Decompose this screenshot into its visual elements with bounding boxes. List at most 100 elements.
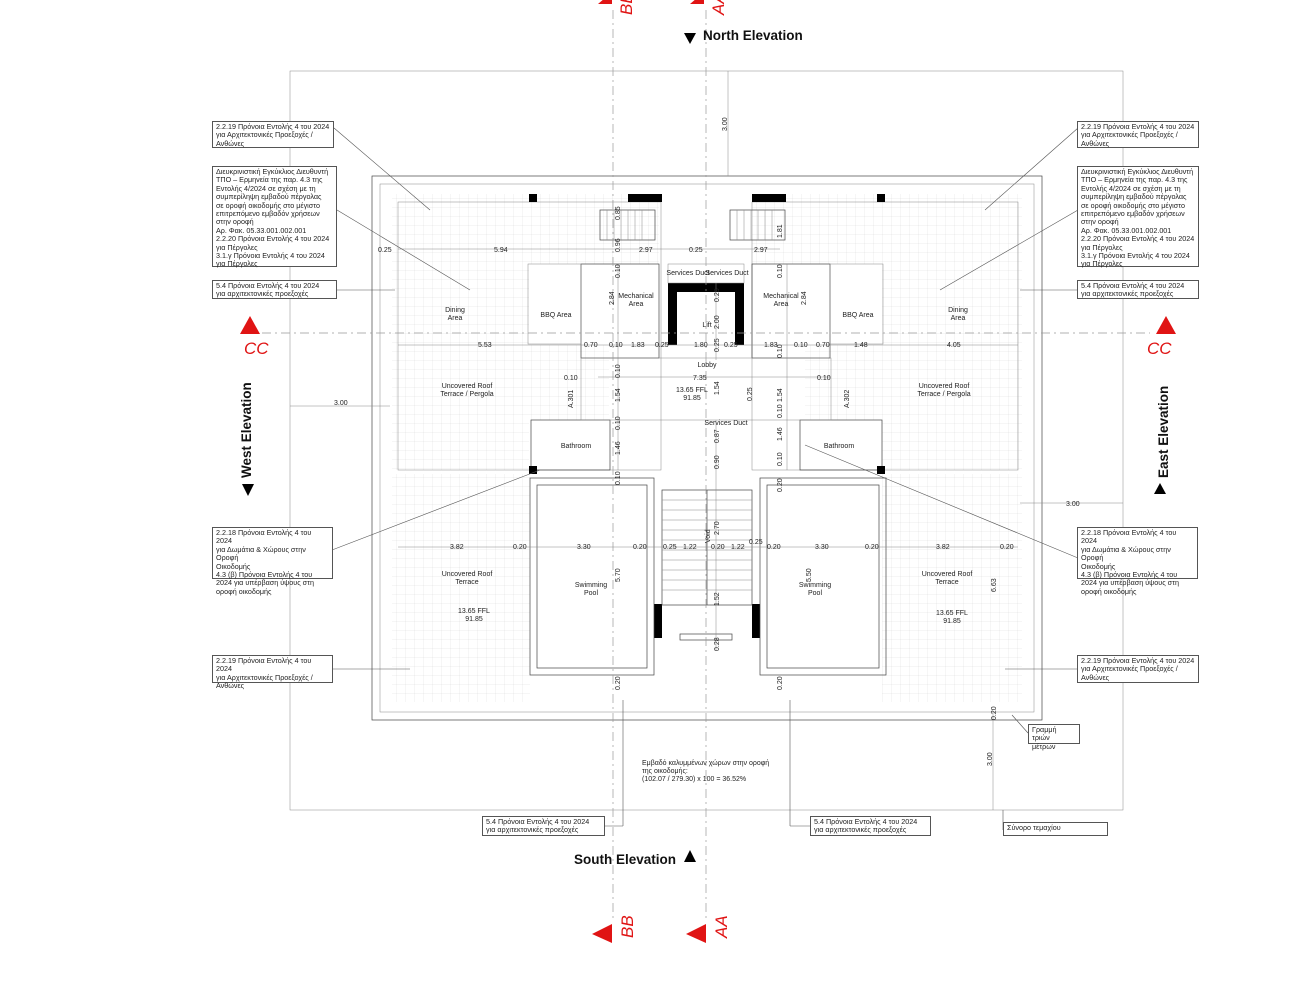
- building-outline-outer: [371, 175, 1043, 721]
- dim-181: 1.81: [777, 224, 784, 238]
- dim-025-v3: 0.25: [747, 387, 754, 401]
- leader-lines: [331, 127, 1079, 830]
- room-services-duct-west: Services Duct: [666, 270, 709, 277]
- note-projections-south-east: 5.4 Πρόνοια Εντολής 4 του 2024 για αρχιτ…: [810, 816, 931, 836]
- dim-300-east: 3.00: [1066, 501, 1080, 508]
- note-projections-south-west: 5.4 Πρόνοια Εντολής 4 του 2024 για αρχιτ…: [482, 816, 605, 836]
- swimming-pool-east: [759, 477, 887, 676]
- dim-010-v4: 0.10: [615, 364, 622, 378]
- dim-154-center: 1.54: [714, 381, 721, 395]
- note-balconies-se: 2.2.19 Πρόνοια Εντολής 4 του 2024 για Αρ…: [1077, 655, 1199, 683]
- dim-085: 0.85: [615, 206, 622, 220]
- dim-152: 1.52: [714, 592, 721, 606]
- dim-096: 0.96: [615, 238, 622, 252]
- dim-025-west: 0.25: [378, 247, 392, 254]
- door-tag-east: A.302: [844, 390, 851, 408]
- dim-025-v1: 0.25: [714, 288, 721, 302]
- note-projections-east: 5.4 Πρόνοια Εντολής 4 του 2024 για αρχιτ…: [1077, 280, 1199, 299]
- dim-735: 7.35: [693, 375, 707, 382]
- terrace-sw: [392, 474, 530, 702]
- section-label-cc-left: CC: [244, 339, 269, 358]
- note-projections-west: 5.4 Πρόνοια Εντολής 4 του 2024 για αρχιτ…: [212, 280, 337, 299]
- dim-010-a: 0.10: [609, 342, 623, 349]
- dim-020-b: 0.20: [633, 544, 647, 551]
- dim-north-300: 3.00: [722, 117, 729, 131]
- dim-183-east: 1.83: [764, 342, 778, 349]
- section-label-bb-top: BB: [617, 0, 636, 15]
- dim-025-b: 0.25: [655, 342, 669, 349]
- room-services-duct-lobby: Services Duct: [704, 420, 747, 427]
- note-pergola-east: Διευκρινιστική Εγκύκλιος Διευθυντή ΤΠΟ –…: [1077, 166, 1199, 268]
- building-outline-inner: [379, 183, 1035, 713]
- column: [877, 194, 885, 202]
- dim-020-e: 0.20: [865, 544, 879, 551]
- dim-663: 6.63: [991, 578, 998, 592]
- dim-122-east: 1.22: [731, 544, 745, 551]
- section-marker-bb-top: [598, 0, 612, 4]
- terrace-w-mid: [529, 345, 609, 420]
- dim-010-v6: 0.10: [777, 404, 784, 418]
- dim-010-v8: 0.10: [777, 452, 784, 466]
- terrace-ne-inner: [752, 194, 882, 264]
- dim-122-west: 1.22: [683, 544, 697, 551]
- note-balconies-sw: 2.2.19 Πρόνοια Εντολής 4 του 2024 για Αρ…: [212, 655, 333, 690]
- stair-north-west: [599, 209, 656, 241]
- section-marker-aa-top: [690, 0, 704, 4]
- dim-405: 4.05: [947, 342, 961, 349]
- dim-010-v1: 0.10: [615, 264, 622, 278]
- swimming-pool-west: [529, 477, 655, 676]
- note-rooms-west: 2.2.18 Πρόνοια Εντολής 4 του 2024 για Δω…: [212, 527, 333, 596]
- dim-200: 2.00: [714, 315, 721, 329]
- east-elevation-label: East Elevation: [1156, 386, 1171, 478]
- note-rooms-east: 2.2.18 Πρόνοια Εντολής 4 του 2024 για Δω…: [1077, 527, 1198, 596]
- column: [877, 466, 885, 474]
- dim-010-d: 0.10: [817, 375, 831, 382]
- lift-shaft: [668, 283, 744, 345]
- room-lift: Lift: [702, 322, 711, 329]
- dimension-lines: [290, 248, 1123, 810]
- dim-028: 0.28: [714, 637, 721, 651]
- dim-020-v2: 0.20: [615, 676, 622, 690]
- dim-284-east: 2.84: [801, 291, 808, 305]
- dim-070-east: 0.70: [816, 342, 830, 349]
- dim-594: 5.94: [494, 247, 508, 254]
- dim-300-west: 3.00: [334, 400, 348, 407]
- dim-330-east: 3.30: [815, 544, 829, 551]
- south-elevation-arrow: [684, 850, 696, 862]
- note-pergola-west: Διευκρινιστική Εγκύκλιος Διευθυντή ΤΠΟ –…: [212, 166, 337, 268]
- room-bbq-west: BBQ Area: [540, 312, 571, 319]
- north-elevation-arrow: [684, 33, 696, 44]
- dim-284-west: 2.84: [609, 291, 616, 305]
- west-elevation-arrow: [242, 484, 254, 496]
- north-elevation-label: North Elevation: [703, 28, 803, 43]
- room-void: Void: [705, 529, 712, 543]
- section-label-cc-right: CC: [1147, 339, 1172, 358]
- section-label-aa-top: AA: [709, 0, 728, 16]
- dim-010-v7: 0.10: [615, 471, 622, 485]
- dim-010-c: 0.10: [564, 375, 578, 382]
- note-balconies-nw: 2.2.19 Πρόνοια Εντολής 4 του 2024 για Αρ…: [212, 121, 334, 148]
- terrace-e-mid: [805, 345, 882, 420]
- dim-025-v2: 0.25: [714, 338, 721, 352]
- room-bbq-east: BBQ Area: [842, 312, 873, 319]
- dim-382-east: 3.82: [936, 544, 950, 551]
- section-marker-aa-bottom: [686, 924, 706, 943]
- wall-north-east: [752, 194, 786, 202]
- stair-north-east: [729, 209, 786, 241]
- dim-297-east: 2.97: [754, 247, 768, 254]
- dim-087: 0.87: [714, 429, 721, 443]
- note-balconies-ne: 2.2.19 Πρόνοια Εντολής 4 του 2024 για Αρ…: [1077, 121, 1199, 148]
- east-elevation-arrow: [1154, 483, 1166, 494]
- dim-154-east: 1.54: [777, 388, 784, 402]
- dim-020-v1: 0.20: [777, 478, 784, 492]
- dim-297-west: 2.97: [639, 247, 653, 254]
